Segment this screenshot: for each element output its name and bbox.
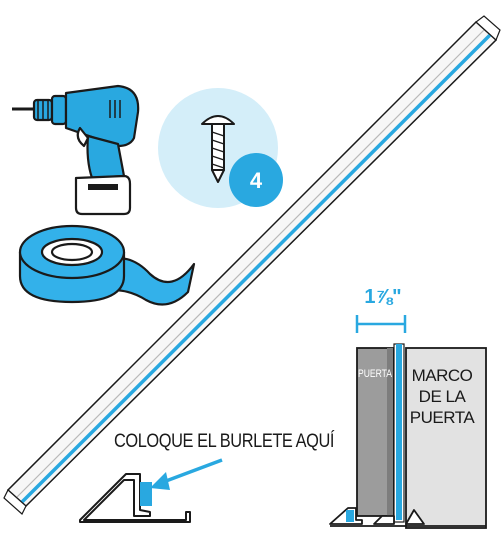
screw-badge: 4	[158, 88, 283, 208]
screw-icon	[201, 115, 235, 183]
screw-count: 4	[250, 168, 263, 193]
weatherstrip-diagonal	[3, 15, 501, 515]
door-frame-section: PUERTA MARCO DE LA PUERTA	[329, 343, 487, 529]
weatherstrip-profile	[79, 473, 191, 523]
measurement-marker	[355, 315, 407, 333]
door-frame	[405, 347, 487, 529]
frame-label-line2: DE LA	[419, 387, 467, 406]
gap-measurement: 1⅞"	[364, 286, 401, 308]
door-label: PUERTA	[358, 368, 393, 380]
drill-icon	[12, 84, 140, 216]
tape-roll-icon	[18, 224, 196, 306]
screw-count-badge	[229, 153, 283, 207]
frame-label-line3: PUERTA	[410, 408, 476, 427]
place-instruction: COLOQUE EL BURLETE AQUÍ	[114, 431, 335, 452]
arrow-icon	[150, 458, 223, 490]
frame-label-line1: MARCO	[412, 366, 473, 385]
